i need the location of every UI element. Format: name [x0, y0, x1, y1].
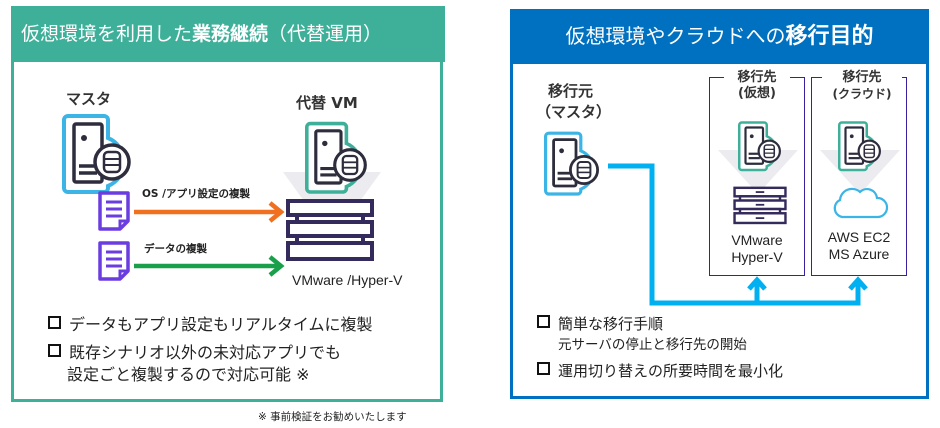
cloud-server-icon	[838, 118, 888, 172]
source-label: 移行元	[548, 82, 594, 100]
title-prefix: 仮想環境を利用した	[21, 23, 193, 45]
bullet-item: 既存シナリオ以外の未対応アプリでも	[48, 342, 341, 364]
bullet-item: 運用切り替えの所要時間を最小化	[537, 360, 783, 382]
bullet-continuation: 元サーバの停止と移行先の開始	[558, 337, 747, 353]
checkbox-icon	[48, 344, 61, 357]
title-suffix: （代替運用）	[268, 23, 383, 45]
alt-vm-server-icon	[305, 118, 377, 194]
left-panel-title: 仮想環境を利用した業務継続（代替運用）	[11, 6, 445, 62]
bullet-item: データもアプリ設定もリアルタイムに複製	[48, 314, 373, 336]
hypervisor-stack-icon	[732, 186, 788, 226]
source-server-icon	[544, 128, 608, 196]
master-server-icon	[62, 110, 142, 194]
left-panel	[11, 6, 443, 402]
bullet-item: 簡単な移行手順	[537, 313, 663, 335]
checkbox-icon	[537, 362, 550, 375]
checkbox-icon	[537, 315, 550, 328]
flow-os-app-label: OS /アプリ設定の複製	[142, 188, 250, 200]
source-label-sub: （マスタ）	[536, 103, 612, 121]
title-bold: 業務継続	[192, 23, 269, 45]
cloud-icon	[833, 187, 889, 219]
checkbox-icon	[48, 316, 61, 329]
document-icon	[97, 190, 131, 232]
master-label: マスタ	[66, 90, 112, 108]
hypervisor-stack-icon	[285, 198, 375, 264]
virtual-server-icon	[738, 118, 788, 172]
right-panel	[510, 9, 929, 399]
footnote: ※ 事前検証をお勧めいたします	[258, 411, 407, 423]
platform-label: VMware /Hyper-V	[292, 272, 403, 288]
orange-arrow-icon	[134, 201, 285, 223]
document-icon	[97, 240, 131, 282]
alt-vm-label: 代替 VM	[296, 94, 358, 112]
right-panel-title: 仮想環境やクラウドへの移行目的	[510, 9, 929, 64]
dest-cloud-title: 移行先(クラウド)	[822, 70, 902, 102]
bullet-continuation: 設定ごと複製するので対応可能 ※	[67, 365, 310, 384]
flow-data-label: データの複製	[144, 243, 207, 255]
dest-virtual-title: 移行先(仮想)	[724, 70, 790, 102]
migration-connector	[608, 163, 868, 306]
green-arrow-icon	[134, 255, 285, 277]
